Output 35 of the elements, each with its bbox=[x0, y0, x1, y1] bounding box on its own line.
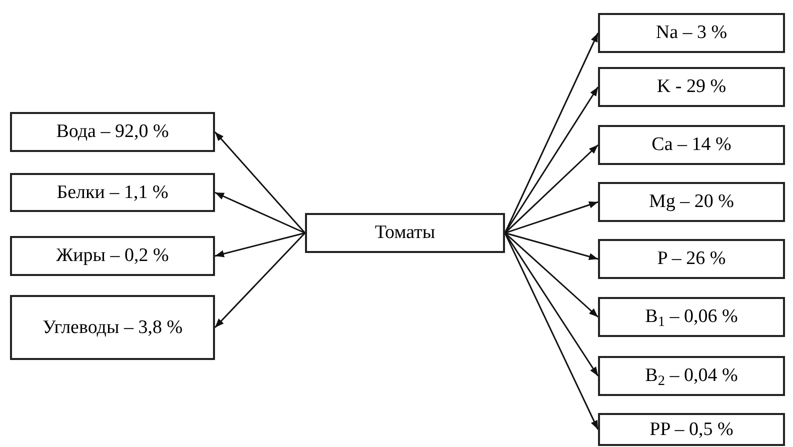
box-text: Ca – 14 % bbox=[652, 134, 732, 156]
label-box bbox=[10, 112, 215, 152]
label-box bbox=[598, 356, 785, 396]
label-box bbox=[598, 13, 785, 53]
box-text: K - 29 % bbox=[656, 76, 726, 98]
box-text: B$_{1}$ – 0,06 % bbox=[645, 306, 738, 328]
box-text: Жиры – 0,2 % bbox=[56, 245, 169, 267]
arrow bbox=[504, 232, 598, 318]
box-text: PP – 0,5 % bbox=[650, 418, 734, 440]
label-box bbox=[598, 239, 785, 279]
label-box bbox=[598, 413, 785, 446]
box-text: Томаты bbox=[374, 222, 436, 244]
box-text: B$_{2}$ – 0,04 % bbox=[645, 365, 738, 387]
label-box bbox=[10, 173, 215, 212]
label-box bbox=[598, 182, 785, 222]
arrow bbox=[214, 232, 306, 328]
box-text: P – 26 % bbox=[657, 248, 726, 270]
arrow bbox=[504, 232, 598, 260]
box-text: Углеводы – 3,8 % bbox=[42, 316, 183, 338]
arrow bbox=[214, 232, 306, 258]
arrow bbox=[214, 192, 306, 234]
label-box bbox=[305, 213, 505, 253]
label-box bbox=[10, 236, 215, 276]
label-box bbox=[10, 295, 215, 360]
box-text: Na – 3 % bbox=[656, 22, 728, 44]
arrow bbox=[504, 232, 599, 376]
arrow bbox=[214, 132, 306, 234]
label-box bbox=[598, 67, 785, 107]
arrow bbox=[504, 201, 598, 234]
arrow bbox=[504, 144, 599, 234]
box-text: Вода – 92,0 % bbox=[56, 121, 169, 143]
box-text: Mg – 20 % bbox=[649, 191, 734, 213]
label-box bbox=[598, 297, 785, 337]
label-box bbox=[598, 125, 785, 165]
box-text: Белки – 1,1 % bbox=[56, 182, 168, 204]
